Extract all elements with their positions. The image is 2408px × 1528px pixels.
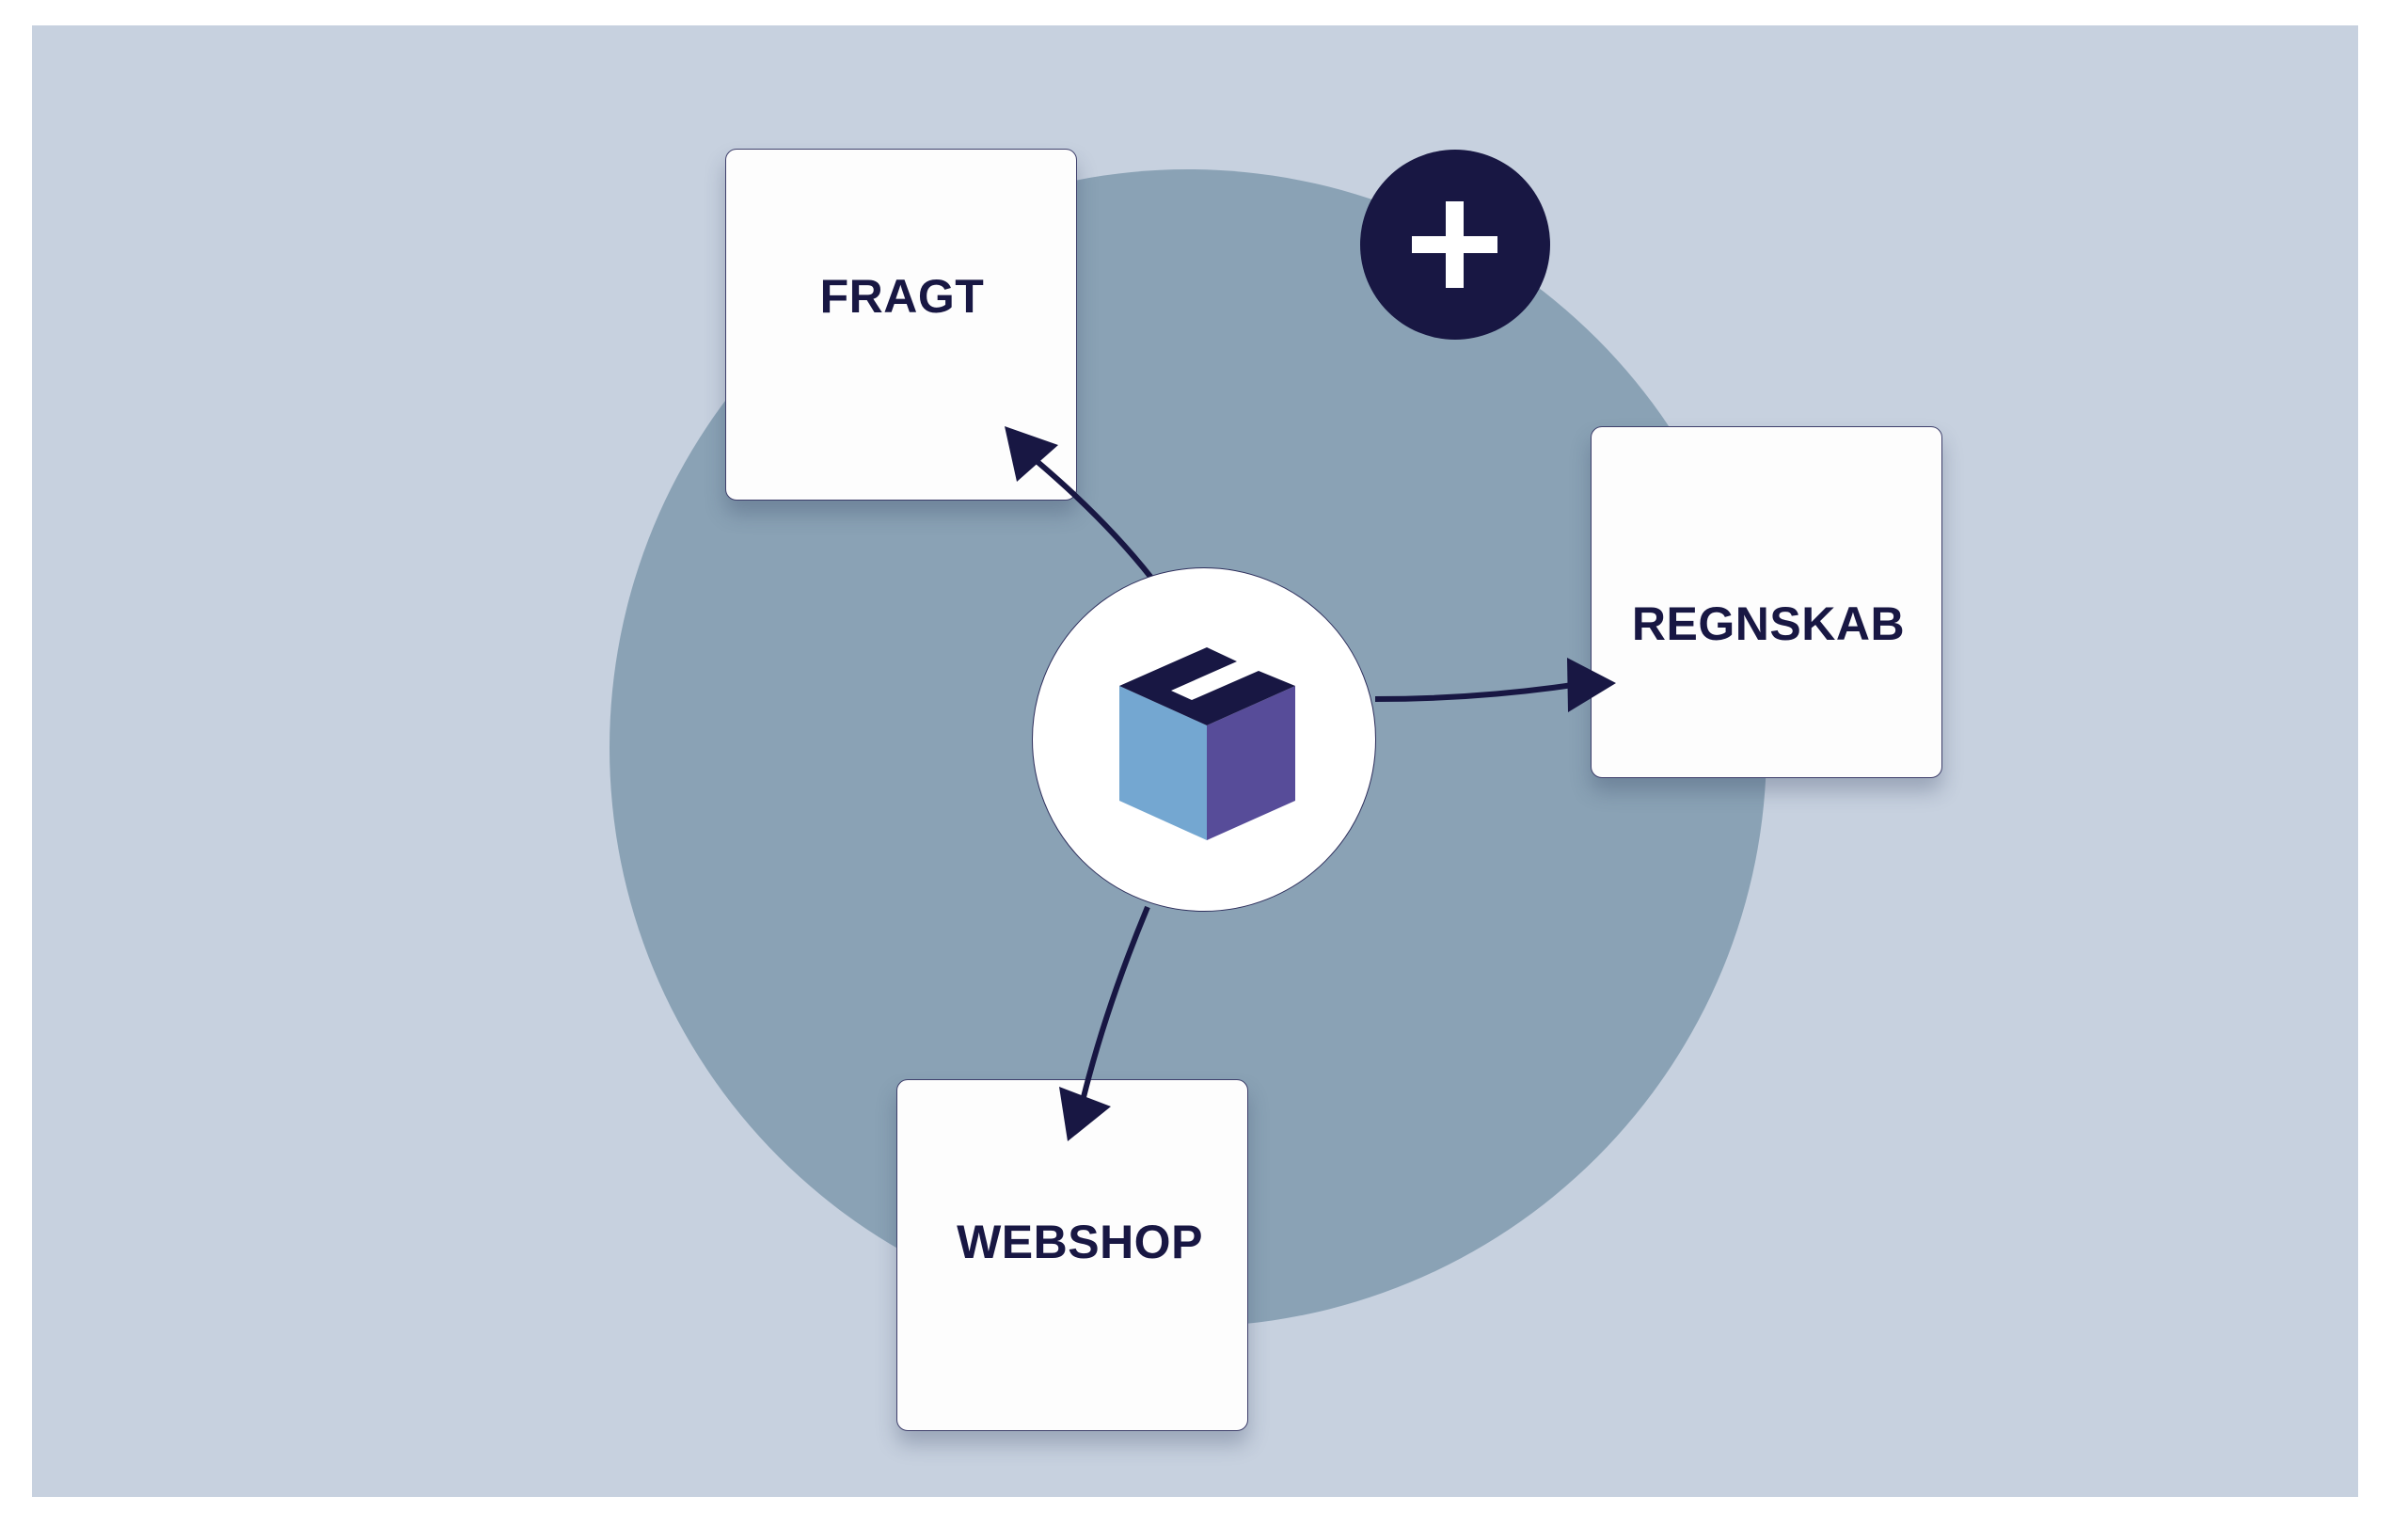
node-label-fragt: FRAGT xyxy=(819,270,985,323)
box-top-face xyxy=(1119,647,1295,725)
box-right-face xyxy=(1207,686,1295,840)
box-left-face xyxy=(1119,686,1207,840)
node-label-regnskab: REGNSKAB xyxy=(1631,597,1906,650)
node-label-webshop: WEBSHOP xyxy=(957,1216,1203,1268)
node-card-fragt[interactable]: FRAGT xyxy=(725,149,1077,501)
node-card-regnskab[interactable]: REGNSKAB xyxy=(1591,426,1942,778)
package-box-icon xyxy=(1119,647,1295,840)
add-integration-button[interactable] xyxy=(1360,150,1550,340)
node-card-webshop[interactable]: WEBSHOP xyxy=(896,1079,1248,1431)
plus-icon-vertical xyxy=(1446,201,1464,288)
hub-node[interactable] xyxy=(1032,567,1376,912)
